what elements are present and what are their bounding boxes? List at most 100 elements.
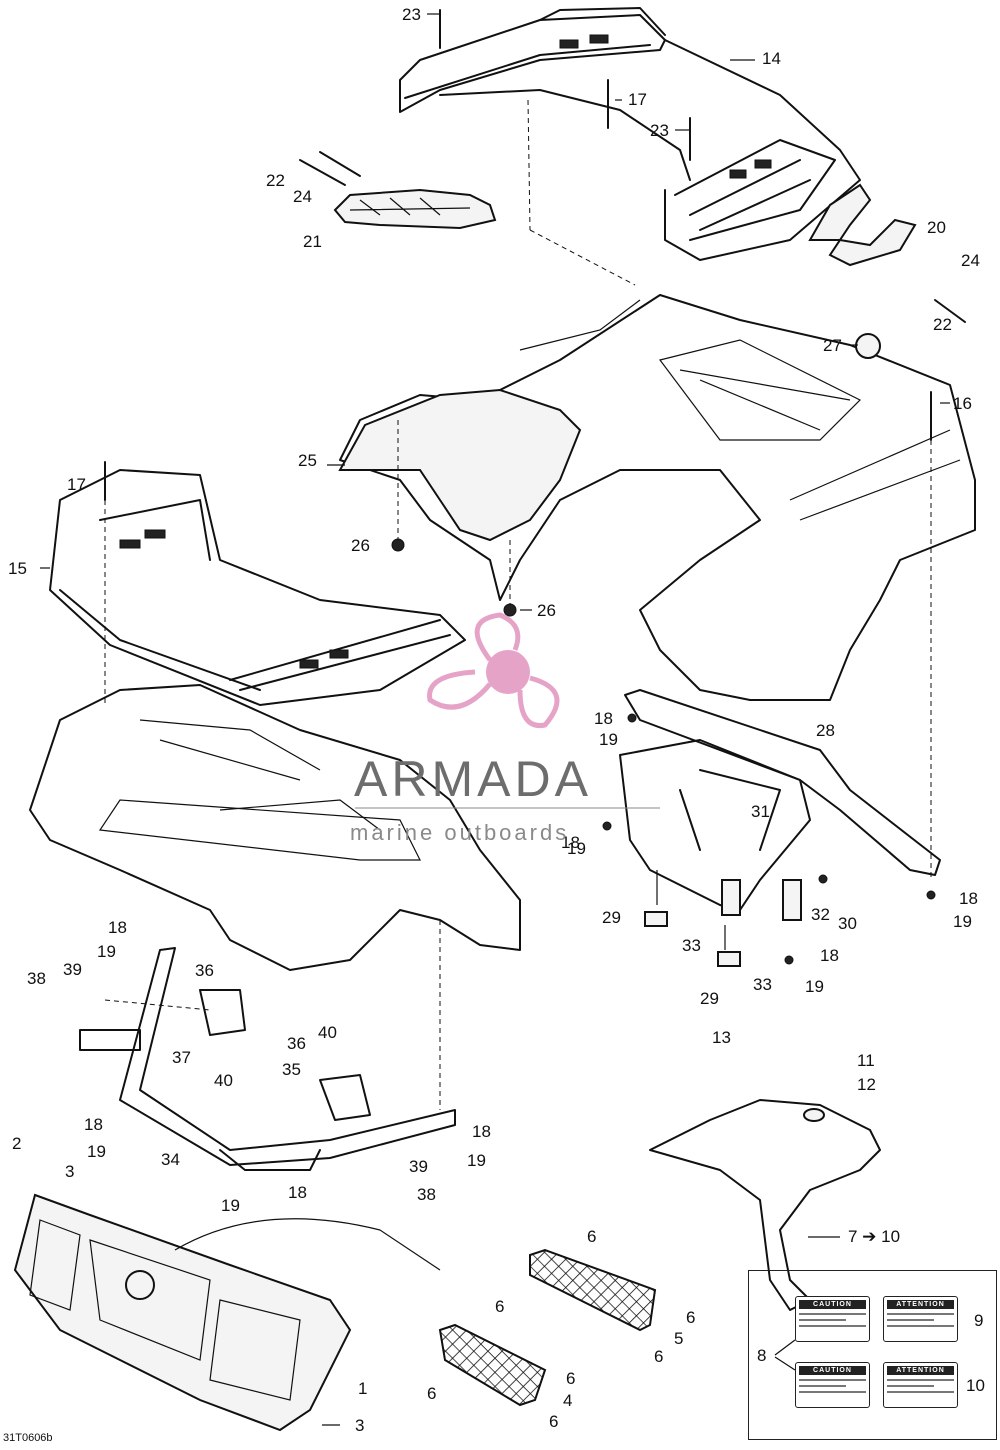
- rear-splash-guard: [649, 1099, 881, 1311]
- callout-18: 18: [108, 918, 127, 937]
- right-rear-grip: [808, 183, 917, 267]
- callout-5: 5: [674, 1329, 684, 1348]
- callout-19: 19: [97, 942, 116, 961]
- callout-3: 3: [65, 1162, 75, 1181]
- callout-8: 8: [757, 1346, 767, 1365]
- callout-7-to-10: 7 ➔ 10: [848, 1227, 901, 1246]
- callout-20: 20: [927, 218, 946, 237]
- callout-18: 18: [820, 946, 839, 965]
- callout-36: 36: [287, 1034, 306, 1053]
- rear-support-frame: [619, 689, 941, 921]
- left-rear-grip: [333, 188, 497, 230]
- front-rack: [49, 469, 466, 706]
- callout-22: 22: [266, 171, 285, 190]
- callout-38: 38: [27, 969, 46, 988]
- callout-35: 35: [282, 1060, 301, 1079]
- callout-ticks: [40, 13, 950, 1426]
- callout-33: 33: [682, 936, 701, 955]
- callout-6: 6: [566, 1369, 576, 1388]
- cap-27: [855, 333, 881, 359]
- callout-9: 9: [974, 1311, 984, 1330]
- callout-1: 1: [358, 1379, 368, 1398]
- callout-25: 25: [298, 451, 317, 470]
- callout-36: 36: [195, 961, 214, 980]
- lower-grille: [438, 1323, 547, 1407]
- callout-18: 18: [84, 1115, 103, 1134]
- callout-2: 2: [12, 1134, 22, 1153]
- callout-40: 40: [318, 1023, 337, 1042]
- armada-logo: [355, 612, 660, 809]
- callout-13: 13: [712, 1028, 731, 1047]
- callout-28: 28: [816, 721, 835, 740]
- decal-attention-2: ATTENTION: [883, 1362, 958, 1408]
- callout-39: 39: [63, 960, 82, 979]
- decal-caution-2: CAUTION: [795, 1362, 870, 1408]
- callout-17: 17: [628, 90, 647, 109]
- callout-37: 37: [172, 1048, 191, 1067]
- callout-6: 6: [549, 1412, 559, 1431]
- callout-18: 18: [561, 833, 580, 852]
- callout-10: 10: [966, 1376, 985, 1395]
- callout-30: 30: [838, 914, 857, 933]
- callout-24: 24: [293, 187, 312, 206]
- callout-33: 33: [753, 975, 772, 994]
- front-bumper: [13, 1193, 352, 1432]
- rear-support-small-parts: [602, 713, 936, 967]
- callout-18: 18: [594, 709, 613, 728]
- watermark-subtitle: marine outboards: [350, 820, 570, 845]
- rack-bolts: [104, 9, 966, 501]
- callout-6: 6: [587, 1227, 597, 1246]
- decal-attention-1: ATTENTION: [883, 1296, 958, 1342]
- callout-19: 19: [953, 912, 972, 931]
- callout-19: 19: [567, 839, 586, 858]
- nut-26b: [503, 603, 517, 617]
- rear-rack: [399, 7, 861, 261]
- callout-19: 19: [467, 1151, 486, 1170]
- upper-grille: [529, 1248, 657, 1332]
- callout-39: 39: [409, 1157, 428, 1176]
- callout-11: 11: [857, 1051, 875, 1070]
- callout-18: 18: [472, 1122, 491, 1141]
- callout-14: 14: [762, 49, 781, 68]
- callout-19: 19: [87, 1142, 106, 1161]
- callout-19: 19: [805, 977, 824, 996]
- callout-6: 6: [654, 1347, 664, 1366]
- callout-19: 19: [221, 1196, 240, 1215]
- callout-16: 16: [953, 394, 972, 413]
- callout-15: 15: [8, 559, 27, 578]
- decal-caution-1: CAUTION: [795, 1296, 870, 1342]
- callout-29: 29: [700, 989, 719, 1008]
- callout-21: 21: [303, 232, 322, 251]
- callout-6: 6: [427, 1384, 437, 1403]
- callout-23: 23: [402, 5, 421, 24]
- callout-18: 18: [288, 1183, 307, 1202]
- callout-23: 23: [650, 121, 669, 140]
- callout-24: 24: [961, 251, 980, 270]
- callout-31: 31: [751, 802, 770, 821]
- callout-4: 4: [563, 1391, 573, 1410]
- front-fender: [29, 684, 521, 971]
- callout-26: 26: [537, 601, 556, 620]
- callout-6: 6: [686, 1308, 696, 1327]
- callout-17: 17: [67, 475, 86, 494]
- watermark-title: ARMADA: [354, 751, 592, 807]
- callout-27: 27: [823, 336, 842, 355]
- callout-40: 40: [214, 1071, 233, 1090]
- callout-38: 38: [417, 1185, 436, 1204]
- diagram-code: 31T0606b: [3, 1432, 53, 1444]
- callout-29: 29: [602, 908, 621, 927]
- callout-22: 22: [933, 315, 952, 334]
- callout-18: 18: [959, 889, 978, 908]
- rear-fender: [339, 294, 976, 701]
- callout-34: 34: [161, 1150, 180, 1169]
- fender-trim-panel: [338, 388, 582, 542]
- callout-6: 6: [495, 1297, 505, 1316]
- callout-26: 26: [351, 536, 370, 555]
- callout-32: 32: [811, 905, 830, 924]
- callout-19: 19: [599, 730, 618, 749]
- assembly-leader-lines: [104, 99, 932, 1271]
- decal-inset-box: [748, 1270, 997, 1440]
- nut-26a: [391, 538, 405, 552]
- front-support-frame: [79, 947, 456, 1171]
